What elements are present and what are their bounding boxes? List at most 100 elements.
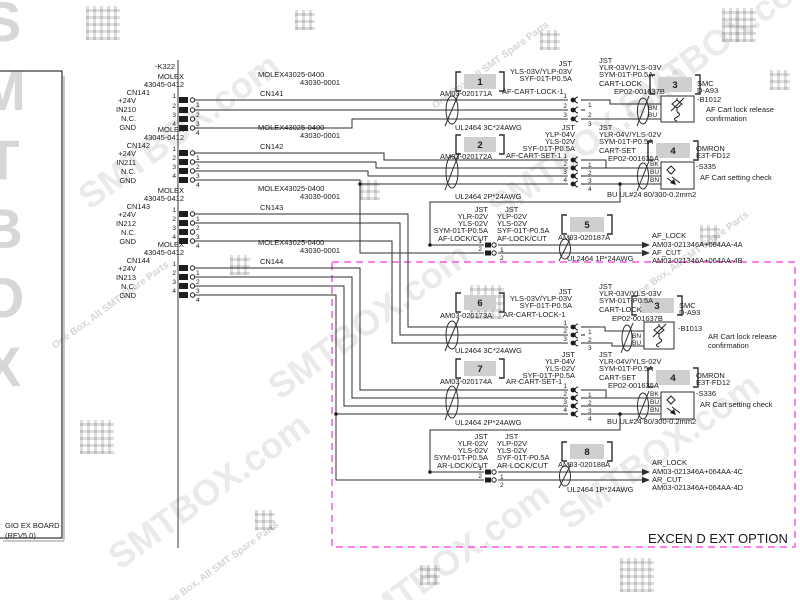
wire-color-label: BN <box>632 333 641 340</box>
pin-number: 1 <box>500 474 504 481</box>
mate-part2: 43030-0001 <box>300 192 340 201</box>
pin-number: 3 <box>588 345 592 352</box>
signal-label: IN212 <box>116 219 136 228</box>
wire-note: BU UL#24 80/300-0.2mm2 <box>607 190 696 199</box>
pin-number: 1 <box>563 153 567 160</box>
pin-number: 1 <box>478 465 482 472</box>
wire-color-label: BU <box>632 340 641 347</box>
connector-brand: MOLEX <box>158 72 184 81</box>
cable-spec: UL2464 3C*24AWG <box>455 346 522 355</box>
recept-name: CART-LOCK <box>599 79 642 88</box>
connector-cn: CN142 <box>127 141 150 150</box>
sensor-cable: EP02-001637B <box>614 87 665 96</box>
recept-name: CART-SET <box>599 146 636 155</box>
output-signal: AR_CUT <box>652 475 682 484</box>
pin-number: 1 <box>588 329 592 336</box>
plug-model: YLS-02V <box>497 219 527 228</box>
pin-number: 4 <box>196 130 200 137</box>
sensor-brand: OMRON <box>696 144 725 153</box>
pin-number: 4 <box>172 121 176 128</box>
pin-number: 1 <box>172 207 176 214</box>
output-part: AM03-021346A+064AA-4C <box>652 467 744 476</box>
board-name: GIO EX BOARD <box>5 521 60 530</box>
connector-brand: MOLEX <box>158 186 184 195</box>
ref-box-number: 1 <box>477 77 483 88</box>
pin-number: 4 <box>196 243 200 250</box>
plug-model: YLS-02V <box>545 137 575 146</box>
signal-label: N.C. <box>121 228 136 237</box>
pin-number: 1 <box>588 102 592 109</box>
sensor-ref: -S336 <box>696 389 716 398</box>
plug-model: YLP-04V <box>545 130 575 139</box>
mate-part2: 43030-0001 <box>300 131 340 140</box>
recept-model: YLR-04V/YLS-02V <box>599 130 662 139</box>
plug-model: YLP-04V <box>545 357 575 366</box>
pin-number: 1 <box>563 93 567 100</box>
labels: -K322 GIO EX BOARD (REV5.0) MOLEX 43045-… <box>5 56 777 540</box>
pin-number: 2 <box>172 270 176 277</box>
pin-number: 1 <box>588 392 592 399</box>
mate-cn: CN144 <box>260 257 283 266</box>
ref-box-number: 4 <box>670 373 676 384</box>
pin-number: 2 <box>588 112 592 119</box>
board-ref: -K322 <box>155 62 175 71</box>
pin-number: 2 <box>563 161 567 168</box>
mate-part2: 43030-0001 <box>300 246 340 255</box>
mate-cn: CN142 <box>260 142 283 151</box>
recept-terminal: SYM-01T-P0.5A <box>599 364 653 373</box>
pin-number: 1 <box>588 162 592 169</box>
ref-box-number: 5 <box>584 220 590 231</box>
pin-number: 3 <box>563 169 567 176</box>
pin-number: 4 <box>172 288 176 295</box>
pin-number: 2 <box>588 337 592 344</box>
signal-label: N.C. <box>121 282 136 291</box>
pin-number: 3 <box>196 173 200 180</box>
output-signal: AF_LOCK <box>652 231 686 240</box>
pin-number: 2 <box>478 246 482 253</box>
mate-part: MOLEX43025-0400 <box>258 70 324 79</box>
wire-color-label: BU <box>650 399 659 406</box>
pin-number: 4 <box>563 407 567 414</box>
pin-number: 3 <box>588 178 592 185</box>
signal-label: GND <box>119 237 136 246</box>
sensor-cable: EP02-001637B <box>612 314 663 323</box>
wire-color-label: BN <box>648 105 657 112</box>
connector-part: 43045-0412 <box>144 194 184 203</box>
pin-number: 2 <box>588 170 592 177</box>
pin-number: 4 <box>563 177 567 184</box>
pin-number: 1 <box>196 102 200 109</box>
sensor-model: D-A93 <box>697 86 718 95</box>
pin-number: 1 <box>478 238 482 245</box>
signal-label: IN213 <box>116 273 136 282</box>
plug-terminal: SYF-01T-P0.5A <box>522 144 575 153</box>
cable-part: AM03-020188A <box>558 460 610 469</box>
junction-dots <box>334 182 622 474</box>
pin-number: 3 <box>588 408 592 415</box>
wire-note: BU UL#24 80/300-0.2mm2 <box>607 417 696 426</box>
recept-terminal: SYM-01T-P0.5A <box>599 296 653 305</box>
pin-number: 3 <box>196 234 200 241</box>
connector-part: 43045-0412 <box>144 248 184 257</box>
connector-cn: CN144 <box>127 256 150 265</box>
plug-brand: JST <box>475 205 489 214</box>
pin-number: 2 <box>172 103 176 110</box>
recept-model: YLR-03V/YLS-03V <box>599 289 662 298</box>
sensor-desc: AR Cart setting check <box>700 400 773 409</box>
pin-number: 2 <box>500 255 504 262</box>
sensor-ref: -B1012 <box>697 95 721 104</box>
pin-number: 3 <box>196 121 200 128</box>
pin-number: 3 <box>172 112 176 119</box>
pin-number: 2 <box>196 164 200 171</box>
recept-brand: JST <box>599 123 613 132</box>
cable-spec: UL2464 1P*24AWG <box>567 254 634 263</box>
wire-color-label: BN <box>650 177 659 184</box>
plug-brand: JST <box>562 123 576 132</box>
pin-number: 4 <box>588 416 592 423</box>
sensor-model: E3T-FD12 <box>696 378 730 387</box>
pin-number: 2 <box>563 103 567 110</box>
pin-number: 1 <box>196 155 200 162</box>
pin-number: 2 <box>196 279 200 286</box>
pin-number: 4 <box>196 182 200 189</box>
sensor-desc: confirmation <box>708 341 749 350</box>
